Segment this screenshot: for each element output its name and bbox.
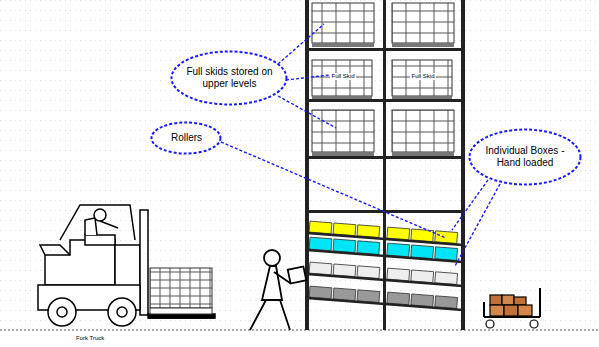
fork-truck (38, 205, 215, 326)
fork-truck-load (150, 268, 212, 314)
skid-load: Full Skid (319, 71, 365, 81)
callout-text: Individual Boxes - Hand loaded (483, 145, 567, 169)
node-text: Individual Boxes - Hand loaded (483, 145, 567, 169)
node-text: Full skids stored on upper levels (186, 66, 273, 90)
worker-figure (250, 250, 306, 330)
node-text: Full Skid (399, 73, 447, 80)
dotted-grid (0, 0, 599, 330)
hand-cart (484, 288, 540, 328)
rack-frame (305, 0, 465, 330)
part-label: Fork Truck (76, 335, 104, 342)
roller-shelves (307, 233, 463, 310)
skid-label: Full Skid (330, 73, 355, 80)
ground-line (0, 330, 599, 331)
callout-ellipse: Individual Boxes - Hand loaded (468, 128, 582, 186)
node-text: Rollers (160, 132, 213, 144)
skid-load: Full Skid (399, 71, 445, 81)
callout-ellipse: Rollers (150, 121, 222, 155)
callout-text: Full skids stored on upper levels (186, 66, 273, 90)
node-text: Full Skid (319, 73, 367, 80)
callout-ellipse: Full skids stored on upper levels (170, 50, 288, 106)
skid-label: Full Skid (410, 73, 435, 80)
callout-text: Rollers (160, 132, 213, 144)
